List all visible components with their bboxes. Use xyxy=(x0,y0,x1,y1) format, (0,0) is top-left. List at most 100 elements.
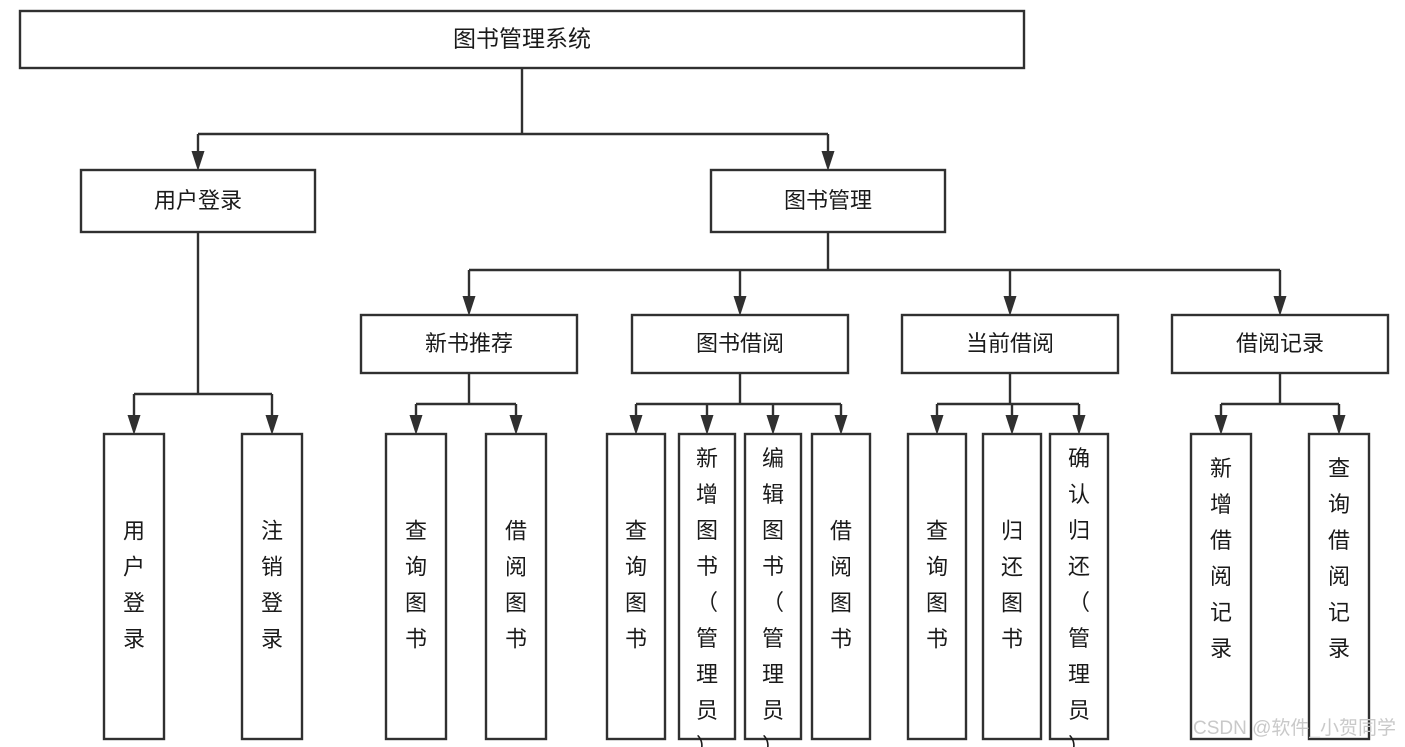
node-label-char: 查 xyxy=(625,518,647,543)
node-box-leaf-add-book-admin[interactable] xyxy=(677,432,737,741)
node-book-management[interactable]: 图书管理 xyxy=(709,168,947,234)
node-user-login[interactable]: 用户登录 xyxy=(79,168,317,234)
edge-group-current-borrow xyxy=(930,373,1086,435)
node-label-char: （ xyxy=(696,590,718,615)
node-label-char: 辑 xyxy=(762,482,784,507)
node-label-char: 查 xyxy=(405,518,427,543)
edge-arrow-user-login xyxy=(191,151,205,171)
node-label-char: 编 xyxy=(762,446,784,471)
node-label-char: 图 xyxy=(405,590,427,615)
node-current-borrow[interactable]: 当前借阅 xyxy=(900,313,1120,375)
node-label-char: 新 xyxy=(696,446,718,471)
node-box-leaf-query-book-borrow[interactable] xyxy=(605,432,667,741)
node-label-char: 阅 xyxy=(830,554,852,579)
node-label-char: （ xyxy=(1068,590,1090,615)
node-label-char: 录 xyxy=(1328,636,1350,661)
node-label-char: 询 xyxy=(405,554,427,579)
node-label-char: 书 xyxy=(1001,626,1023,651)
edge-arrow-leaf-borrow-book-new xyxy=(509,415,523,435)
node-box-user-login[interactable] xyxy=(79,168,317,234)
edge-group-book-management xyxy=(462,232,1287,316)
node-root[interactable]: 图书管理系统 xyxy=(18,9,1026,70)
node-box-leaf-borrow-book[interactable] xyxy=(810,432,872,741)
node-new-book-recommend[interactable]: 新书推荐 xyxy=(359,313,579,375)
node-label-borrow-record: 借阅记录 xyxy=(1236,331,1324,356)
edge-arrow-leaf-query-borrow-record xyxy=(1332,415,1346,435)
node-label-current-borrow: 当前借阅 xyxy=(966,331,1054,356)
node-label-char: 管 xyxy=(696,626,718,651)
node-box-new-book-recommend[interactable] xyxy=(359,313,579,375)
node-label-char: 理 xyxy=(1068,662,1090,687)
node-label-char: 新 xyxy=(1210,456,1232,481)
node-label-char: 书 xyxy=(926,626,948,651)
node-label-root: 图书管理系统 xyxy=(453,26,591,52)
node-label-char: 记 xyxy=(1328,600,1350,625)
node-label-book-borrow: 图书借阅 xyxy=(696,331,784,356)
node-borrow-record[interactable]: 借阅记录 xyxy=(1170,313,1390,375)
node-box-book-borrow[interactable] xyxy=(630,313,850,375)
node-label-char: 借 xyxy=(1210,528,1232,553)
node-box-leaf-add-borrow-record[interactable] xyxy=(1189,432,1253,741)
node-box-leaf-edit-book-admin[interactable] xyxy=(743,432,803,741)
edge-arrow-leaf-user-logout xyxy=(265,415,279,435)
node-box-borrow-record[interactable] xyxy=(1170,313,1390,375)
node-label-char: 确 xyxy=(1068,446,1090,471)
node-box-leaf-query-borrow-record[interactable] xyxy=(1307,432,1371,741)
edge-arrow-leaf-add-borrow-record xyxy=(1214,415,1228,435)
node-label-char: 阅 xyxy=(1210,564,1232,589)
node-box-leaf-user-login[interactable] xyxy=(102,432,166,741)
node-label-char: 注 xyxy=(261,518,283,543)
node-label-char: 书 xyxy=(762,554,784,579)
node-box-leaf-borrow-book-new[interactable] xyxy=(484,432,548,741)
node-box-leaf-user-logout[interactable] xyxy=(240,432,304,741)
node-box-root[interactable] xyxy=(18,9,1026,70)
node-box-current-borrow[interactable] xyxy=(900,313,1120,375)
node-label-char: 归 xyxy=(1001,518,1023,543)
node-label-char: 记 xyxy=(1210,600,1232,625)
node-label-char: 增 xyxy=(696,482,718,507)
node-box-leaf-query-book-new[interactable] xyxy=(384,432,448,741)
edge-arrow-current-borrow xyxy=(1003,296,1017,316)
node-box-leaf-query-book-current[interactable] xyxy=(906,432,968,741)
node-box-leaf-confirm-return-admin[interactable] xyxy=(1048,432,1110,741)
edge-arrow-leaf-edit-book-admin xyxy=(766,415,780,435)
node-label-char: 询 xyxy=(1328,492,1350,517)
node-box-book-management[interactable] xyxy=(709,168,947,234)
node-leaf-user-login[interactable]: 用户登录 xyxy=(102,432,166,741)
node-book-borrow[interactable]: 图书借阅 xyxy=(630,313,850,375)
edge-arrow-leaf-query-book-current xyxy=(930,415,944,435)
node-label-char: 录 xyxy=(261,626,283,651)
edge-arrow-leaf-query-book-new xyxy=(409,415,423,435)
node-label-char: 图 xyxy=(1001,590,1023,615)
node-box-leaf-return-book[interactable] xyxy=(981,432,1043,741)
edge-arrow-leaf-add-book-admin xyxy=(700,415,714,435)
watermark-layer: CSDN @软件_小贺同学 xyxy=(1193,717,1396,739)
node-label-char: 借 xyxy=(1328,528,1350,553)
connector-layer xyxy=(127,68,1346,435)
node-label-char: 销 xyxy=(261,554,283,579)
edge-group-new-book-recommend xyxy=(409,373,523,435)
csdn-watermark: CSDN @软件_小贺同学 xyxy=(1193,717,1396,739)
node-label-char: 书 xyxy=(830,626,852,651)
edge-arrow-leaf-confirm-return-admin xyxy=(1072,415,1086,435)
node-label-char: 图 xyxy=(696,518,718,543)
node-label-char: 借 xyxy=(505,518,527,543)
